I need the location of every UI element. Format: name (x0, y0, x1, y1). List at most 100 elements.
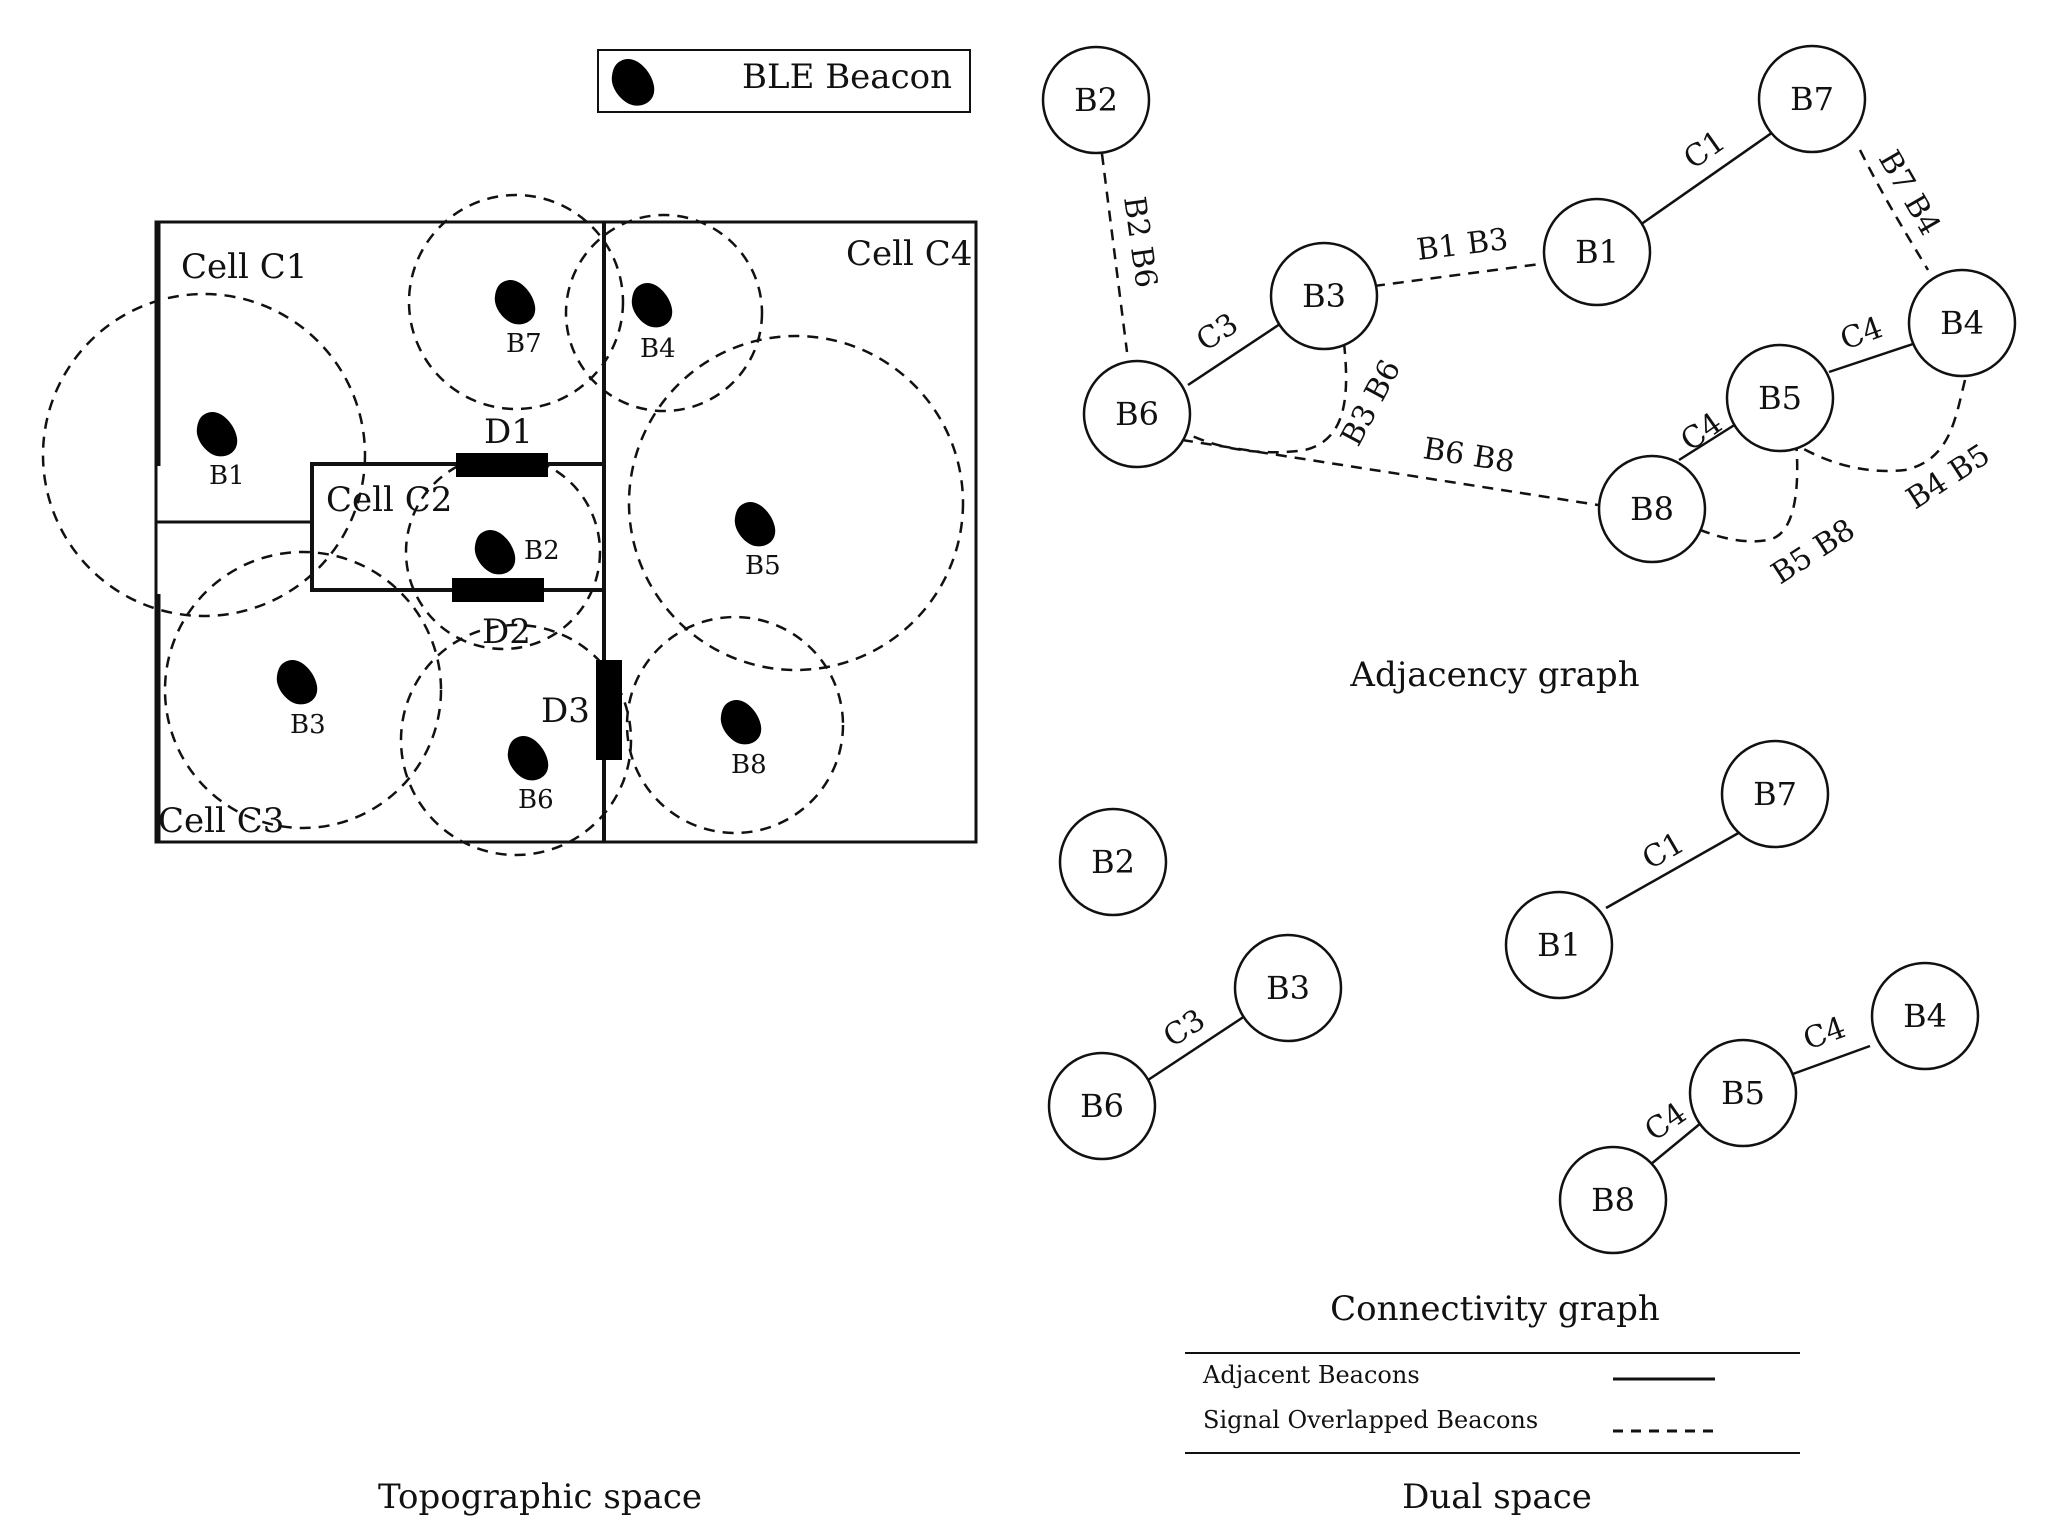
coverage-circle-b7 (407, 193, 625, 411)
edge-label: B2 B6 (1116, 194, 1163, 290)
edge-b5-b8 (1692, 439, 1799, 543)
node-b2 (1058, 807, 1168, 917)
dual-space-caption: Dual space (1402, 1477, 1592, 1517)
connectivity-nodes (1047, 739, 1980, 1255)
beacon-b8: B8 (720, 700, 767, 780)
edge-label: C3 (1190, 306, 1244, 358)
ble-beacon-icon (734, 502, 776, 547)
node-label: B2 (1091, 843, 1135, 881)
adjacency-nodes (1041, 44, 2017, 564)
node-b8 (1558, 1145, 1668, 1255)
node-b2 (1041, 45, 1151, 155)
beacon-b5: B5 (734, 502, 781, 581)
ble-beacon-icon (196, 412, 238, 457)
legend-overlapped-label: Signal Overlapped Beacons (1203, 1406, 1538, 1434)
ble-beacon-icon (720, 700, 762, 745)
node-label: B4 (1903, 997, 1947, 1035)
beacon-label: B8 (731, 750, 767, 780)
ble-beacon-legend: BLE Beacon (597, 49, 971, 113)
cell-label-c1: Cell C1 (181, 247, 307, 287)
node-b5 (1688, 1038, 1798, 1148)
node-label: B3 (1302, 277, 1346, 315)
coverage-circle-b6 (399, 623, 633, 857)
edge-label: B6 B8 (1421, 431, 1517, 480)
node-b4 (1870, 961, 1980, 1071)
ble-beacon-icon (494, 280, 536, 325)
topographic-space: Cell C1 Cell C2 Cell C3 Cell C4 D1 D2 D3… (41, 193, 978, 1517)
node-label: B3 (1266, 969, 1310, 1007)
node-b8 (1597, 454, 1707, 564)
connectivity-graph: B2 B7 B1 B3 B6 B4 B5 B8 C1 C3 C4 C4 Conn… (1047, 739, 1980, 1329)
edge-label: C1 (1637, 826, 1691, 877)
topographic-caption: Topographic space (378, 1477, 702, 1517)
cell-label-c4: Cell C4 (846, 234, 972, 274)
adjacency-dashed-edges (1100, 149, 1967, 543)
ble-beacon-icon (474, 530, 516, 575)
edge-label: C4 (1675, 406, 1730, 459)
edge-b6-b3 (1147, 1014, 1246, 1082)
ble-beacon-icon (611, 59, 655, 106)
edge-b5-b4 (1828, 339, 1923, 374)
coverage-circle-b1 (41, 292, 367, 618)
adjacency-edge-labels: C1 C3 C4 C4 B2 B6 B1 B3 B7 B4 B3 B6 B6 B… (1116, 124, 1996, 592)
node-label: B1 (1575, 233, 1619, 271)
connectivity-caption: Connectivity graph (1330, 1289, 1660, 1329)
edge-label: B1 B3 (1415, 222, 1510, 268)
door-d1 (456, 453, 548, 477)
edge-b6-b8 (1181, 438, 1599, 507)
node-b3 (1233, 933, 1343, 1043)
node-b3 (1269, 241, 1379, 351)
adjacency-graph: B2 B7 B1 B3 B4 B5 B6 B8 C1 C3 C4 C4 B2 B… (1041, 44, 2017, 695)
cell-label-c3: Cell C3 (158, 801, 284, 841)
building-walls (154, 220, 978, 844)
legend-title: BLE Beacon (742, 57, 952, 97)
node-label: B2 (1074, 81, 1118, 119)
ble-beacon-icon (507, 736, 549, 781)
connectivity-node-labels: B2 B7 B1 B3 B6 B4 B5 B8 (1080, 775, 1947, 1219)
beacon-b7: B7 (494, 280, 542, 359)
beacon-label: B3 (290, 710, 326, 740)
node-label: B5 (1758, 379, 1802, 417)
node-b7 (1757, 44, 1867, 154)
ble-beacon-icon (631, 283, 673, 328)
door-d3 (596, 660, 622, 760)
node-b1 (1542, 197, 1652, 307)
cell-label-c2: Cell C2 (326, 480, 452, 520)
edge-label: B4 B5 (1900, 437, 1996, 516)
node-b1 (1504, 890, 1614, 1000)
edge-b4-b5 (1789, 379, 1967, 473)
node-label: B5 (1721, 1074, 1765, 1112)
adjacency-node-labels: B2 B7 B1 B3 B4 B5 B6 B8 (1074, 80, 1984, 528)
beacon-label: B2 (524, 536, 560, 566)
beacon-label: B6 (518, 785, 554, 815)
legend-adjacent-label: Adjacent Beacons (1202, 1361, 1420, 1389)
edge-b6-b3 (1187, 320, 1284, 387)
edge-label: C4 (1836, 310, 1887, 357)
edge-label: C4 (1639, 1096, 1694, 1149)
node-b5 (1725, 343, 1835, 453)
coverage-circle-b4 (564, 213, 764, 413)
edge-label: C1 (1678, 124, 1733, 177)
edge-label: C4 (1799, 1010, 1850, 1057)
beacon-b6: B6 (507, 736, 554, 815)
coverage-circle-b3 (163, 550, 443, 830)
edge-b8-b5 (1678, 422, 1737, 462)
edge-b3-b1 (1373, 262, 1541, 288)
node-label: B7 (1753, 775, 1797, 813)
node-b6 (1082, 359, 1192, 469)
door-label-d1: D1 (484, 412, 533, 452)
edge-b5-b4 (1789, 1044, 1871, 1077)
beacon-b1: B1 (196, 412, 245, 491)
coverage-circles (41, 193, 965, 857)
node-label: B4 (1940, 304, 1984, 342)
door-label-d2: D2 (482, 612, 531, 652)
node-label: B6 (1080, 1087, 1124, 1125)
beacon-label: B1 (209, 461, 245, 491)
beacon-b4: B4 (631, 283, 676, 364)
node-label: B7 (1790, 80, 1834, 118)
node-label: B6 (1115, 395, 1159, 433)
coverage-circle-b8 (625, 615, 845, 835)
node-b6 (1047, 1051, 1157, 1161)
node-b7 (1720, 739, 1830, 849)
